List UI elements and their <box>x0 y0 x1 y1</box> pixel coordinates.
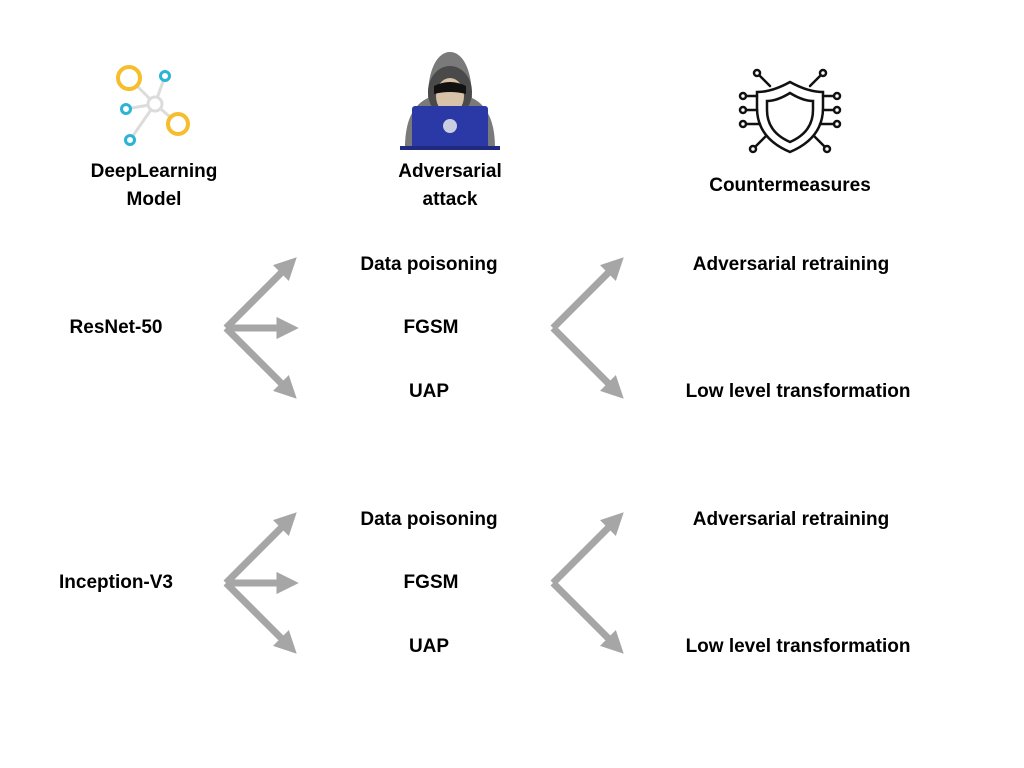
header-attack-line1: Adversarial <box>398 161 502 182</box>
header-model-line2: Model <box>126 189 182 210</box>
arrow-attack-to-countermeasure <box>550 257 624 331</box>
arrow-model-to-attack <box>223 512 297 586</box>
arrow-attack-to-countermeasure <box>550 580 624 654</box>
arrow-model-to-attack <box>223 580 297 654</box>
header-countermeasures: Countermeasures <box>709 175 871 196</box>
header-attack-line2: attack <box>422 189 478 210</box>
countermeasure-label: Low level transformation <box>685 636 911 657</box>
neural-network-icon <box>116 65 190 146</box>
header-model-line1: DeepLearning <box>90 161 218 182</box>
model-label-inceptionv3: Inception-V3 <box>58 572 174 593</box>
model-label-resnet50: ResNet-50 <box>69 317 163 338</box>
hacker-icon <box>400 52 500 150</box>
countermeasure-label: Adversarial retraining <box>692 254 890 275</box>
attack-label: Data poisoning <box>360 254 498 275</box>
arrows-layer <box>223 257 624 654</box>
attack-label: UAP <box>408 636 450 657</box>
attack-label: Data poisoning <box>360 509 498 530</box>
attack-label: FGSM <box>403 572 459 593</box>
attack-label: FGSM <box>403 317 459 338</box>
header-model: DeepLearning Model <box>91 158 218 214</box>
arrow-attack-to-countermeasure <box>550 512 624 586</box>
countermeasure-label: Adversarial retraining <box>692 509 890 530</box>
countermeasure-label: Low level transformation <box>685 381 911 402</box>
arrow-model-to-attack <box>223 325 297 399</box>
attack-label: UAP <box>408 381 450 402</box>
security-shield-icon <box>738 68 842 154</box>
arrow-model-to-attack <box>223 257 297 331</box>
header-attack: Adversarial attack <box>398 158 502 214</box>
arrow-attack-to-countermeasure <box>550 325 624 399</box>
